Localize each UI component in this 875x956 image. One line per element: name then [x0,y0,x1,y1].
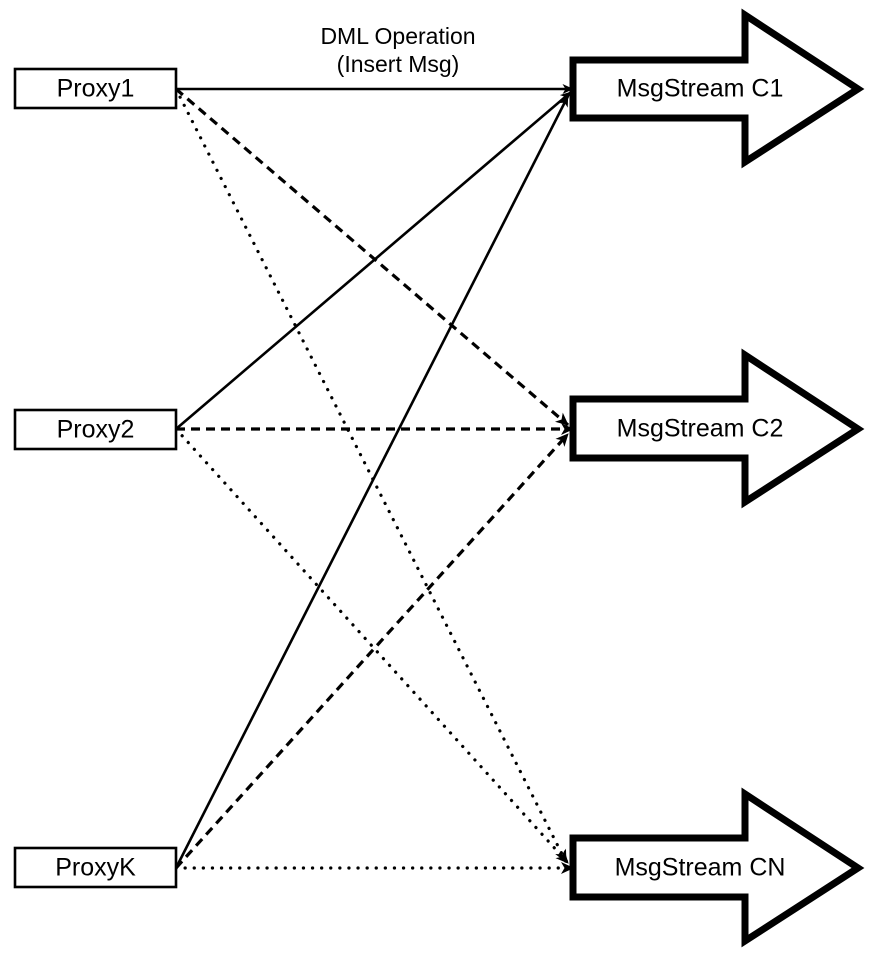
msgstream-c1-label: MsgStream C1 [617,75,784,103]
edge-proxy2-to-c1 [175,91,572,430]
edge-proxy1-to-c2 [174,87,570,427]
edge-label-line2: (Insert Msg) [337,51,460,77]
proxy1-box[interactable] [13,67,178,110]
edge-layer [174,84,575,874]
edge-label-line1: DML Operation [320,23,475,49]
proxy2-label: Proxy2 [57,416,135,444]
proxy-node-proxy1[interactable]: Proxy1 [13,67,178,110]
edge-label-dml-operation: DML Operation (Insert Msg) [320,23,475,77]
msgstream-node-cn[interactable]: MsgStream CN [569,787,865,948]
proxy-node-proxyk[interactable]: ProxyK [13,846,178,889]
proxy-node-proxy2[interactable]: Proxy2 [13,408,178,451]
proxy2-box[interactable] [13,408,178,451]
proxy1-label: Proxy1 [57,75,135,103]
edge-proxy1-to-cn [174,87,568,864]
msgstream-c2-arrow-shape[interactable] [569,348,865,509]
msgstream-c1-arrow-shape[interactable] [569,8,865,169]
edge-proxyk-to-c1 [174,95,570,869]
edge-proxyk-to-c2 [174,432,570,870]
msgstream-cn-label: MsgStream CN [615,854,786,882]
proxyk-box[interactable] [13,846,178,889]
msgstream-node-c2[interactable]: MsgStream C2 [569,348,865,509]
msgstream-node-c1[interactable]: MsgStream C1 [569,8,865,169]
msgstream-cn-arrow-shape[interactable] [569,787,865,948]
edge-proxy2-to-cn [174,427,570,865]
proxyk-label: ProxyK [55,854,136,882]
msgstream-c2-label: MsgStream C2 [617,415,784,443]
